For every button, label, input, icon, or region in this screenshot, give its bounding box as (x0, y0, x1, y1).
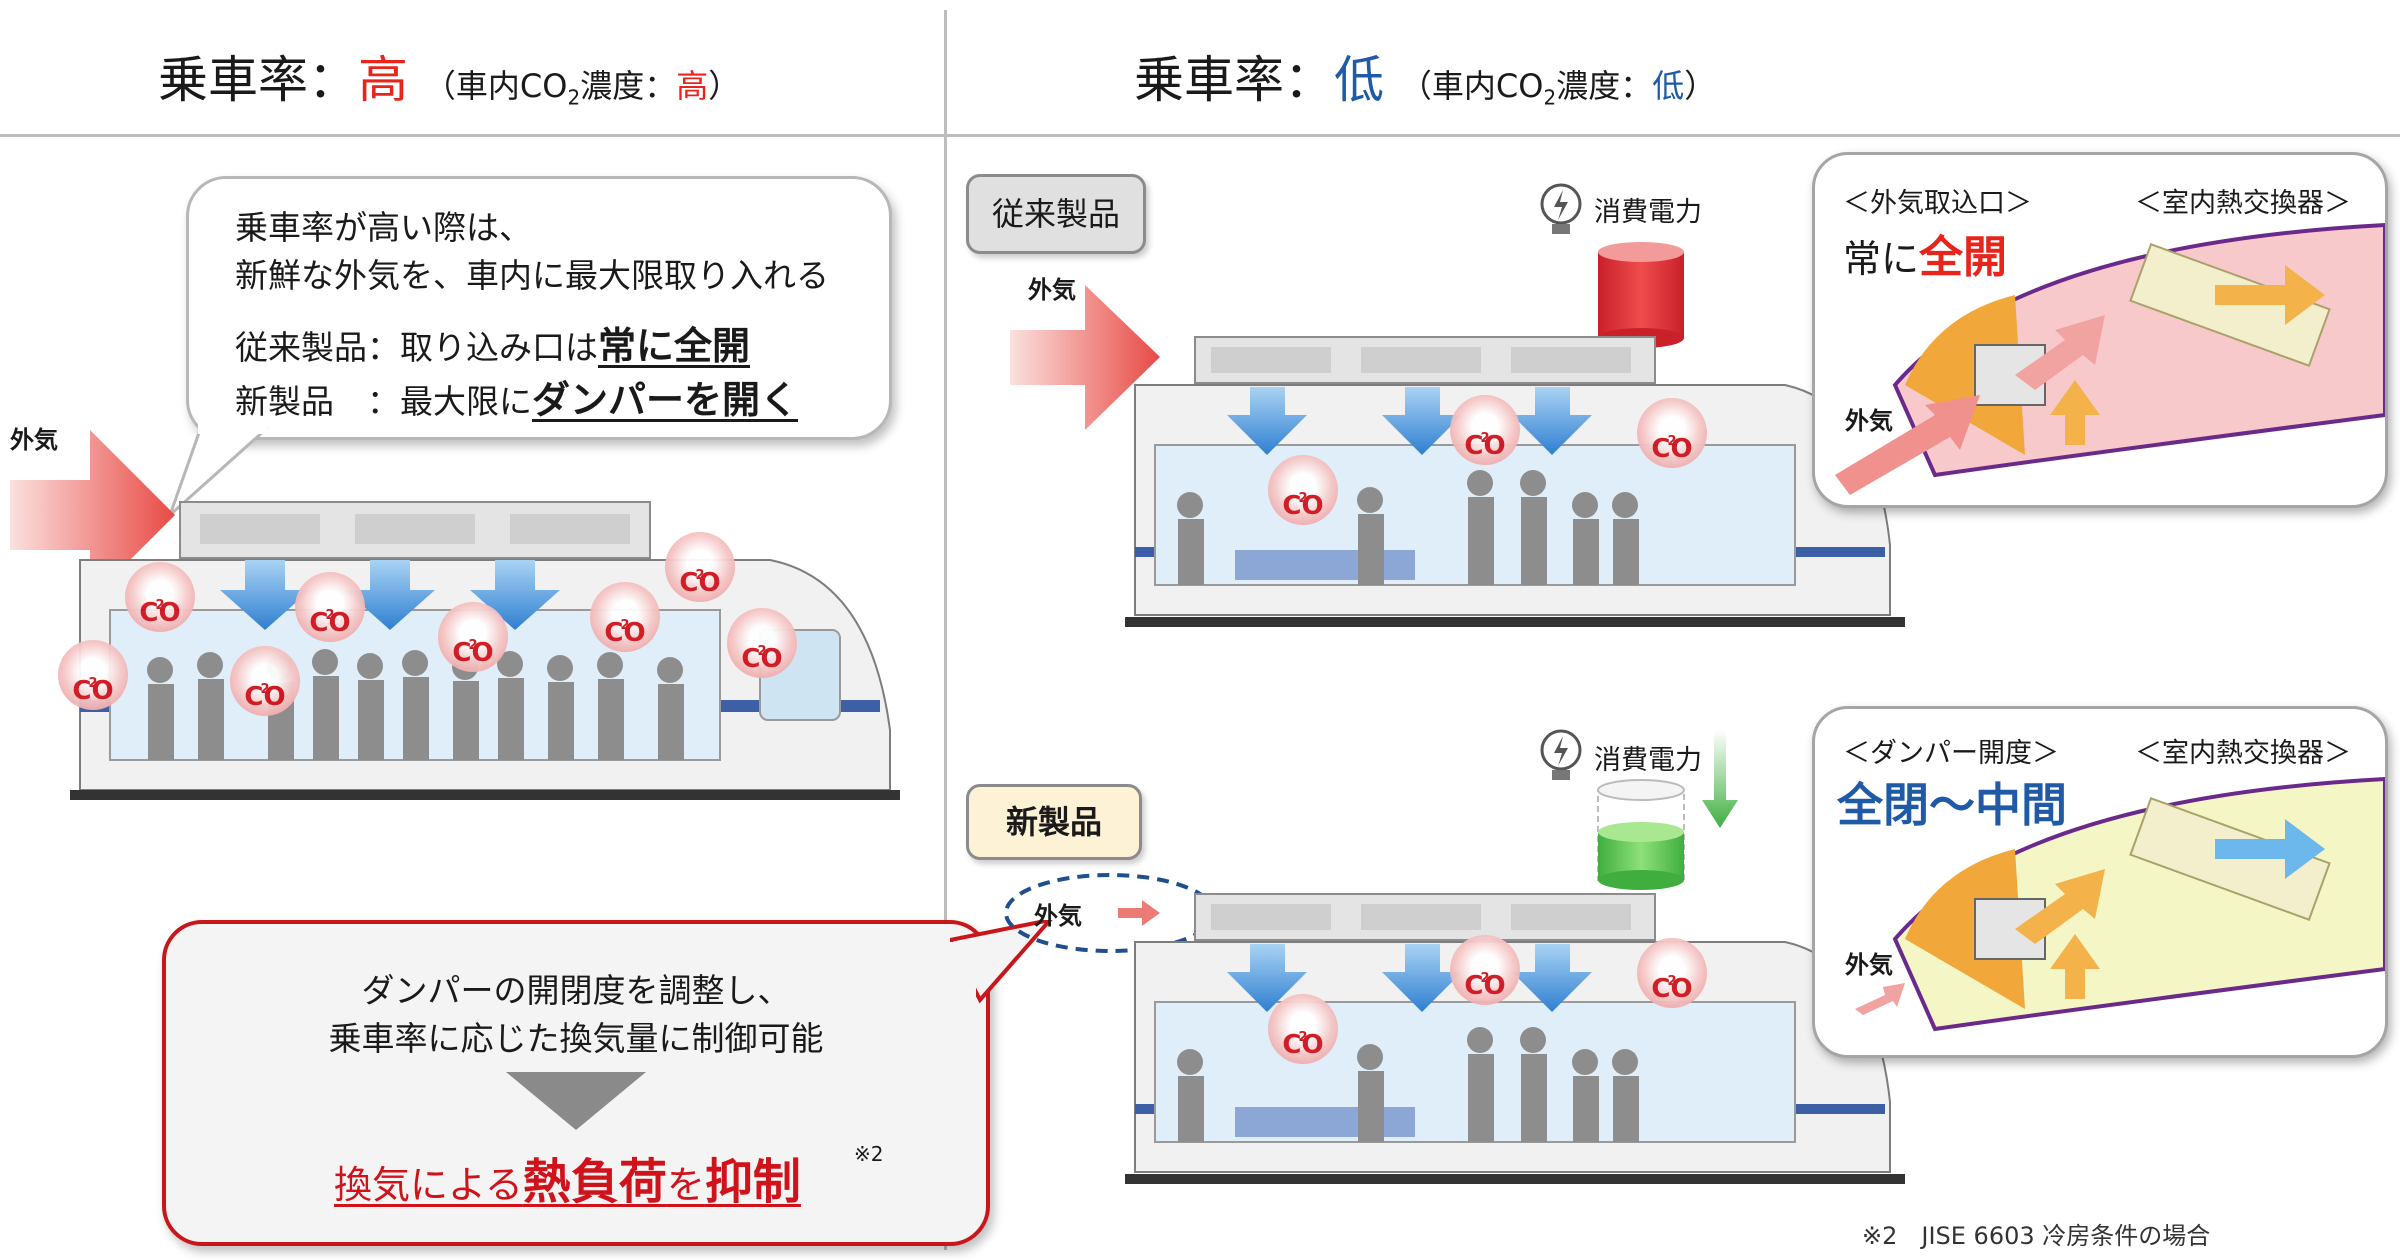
bottom-callout-line1: ダンパーの開閉度を調整し、 (361, 971, 791, 1010)
zoom-panel-conventional: ＜外気取込口＞ ＜室内熱交換器＞ 常に全開 外気 (1812, 152, 2388, 508)
inlet-label: ＜外気取込口＞ (1843, 188, 2032, 219)
power-label-top: 消費電力 (1594, 197, 1702, 228)
footnote: ※2 JISE 6603 冷房条件の場合 (1862, 1222, 2211, 1250)
inlet-state: 常に全開 (1843, 232, 2008, 283)
zoom-top-air-label: 外気 (1845, 407, 1893, 435)
conventional-tag: 従来製品 (966, 174, 1146, 254)
left-header-sub: （車内CO2濃度：高） (423, 67, 741, 110)
exchanger-label-bottom: ＜室内熱交換器＞ (2135, 738, 2351, 769)
right-header-title: 乗車率： (1134, 51, 1334, 109)
bottom-callout-line2: 乗車率に応じた換気量に制御可能 (328, 1019, 824, 1058)
ac-unit-cutaway (1835, 222, 2385, 495)
top-train-car (1125, 336, 1905, 627)
left-train-car (70, 501, 900, 800)
zoom-bottom-air-label: 外気 (1845, 951, 1893, 979)
power-cylinder-low (1597, 779, 1685, 890)
left-header: 乗車率：高 （車内CO2濃度：高） (158, 40, 740, 112)
right-header-sub: （車内CO2濃度：低） (1399, 67, 1717, 110)
power-icon-top (1536, 180, 1586, 244)
left-header-level: 高 (358, 51, 408, 109)
left-callout-line2: 新鮮な外気を、車内に最大限取り入れる (235, 256, 829, 295)
left-header-title: 乗車率： (158, 51, 358, 109)
top-outside-air-label: 外気 (1028, 276, 1076, 304)
header-divider (0, 134, 2400, 137)
right-header: 乗車率：低 （車内CO2濃度：低） (1134, 40, 1716, 112)
power-cylinder-full (1598, 242, 1684, 348)
center-divider (944, 10, 947, 1250)
top-outside-air-arrow (1010, 285, 1160, 430)
damper-label: ＜ダンパー開度＞ (1843, 738, 2059, 769)
down-triangle (506, 1072, 646, 1130)
damper-state: 全閉〜中間 (1837, 778, 2067, 832)
note-ref: ※2 (854, 1142, 884, 1166)
power-label-bottom: 消費電力 (1594, 745, 1702, 776)
left-callout-line1: 乗車率が高い際は、 (235, 208, 532, 247)
bottom-callout: ダンパーの開閉度を調整し、 乗車率に応じた換気量に制御可能 換気による熱負荷を抑… (162, 920, 990, 1246)
left-outside-air-label: 外気 (10, 426, 58, 454)
bottom-callout-pointer (950, 920, 1053, 1004)
zoom-panel-new: ＜ダンパー開度＞ ＜室内熱交換器＞ 全閉〜中間 外気 (1812, 706, 2388, 1058)
new-outside-air-label: 外気 (1034, 902, 1082, 930)
bottom-callout-result: 換気による熱負荷を抑制 (334, 1154, 801, 1210)
power-icon-bottom (1536, 726, 1586, 790)
exchanger-label-top: ＜室内熱交換器＞ (2135, 188, 2351, 219)
new-product-tag: 新製品 (966, 784, 1142, 860)
power-decrease-arrow (1702, 730, 1738, 828)
right-header-level: 低 (1334, 51, 1384, 109)
left-callout-pointer (168, 420, 269, 517)
left-callout: 乗車率が高い際は、 新鮮な外気を、車内に最大限取り入れる 従来製品：取り込み口は… (186, 176, 892, 440)
left-callout-line3: 従来製品：取り込み口は常に全開 (235, 324, 751, 368)
left-callout-line4: 新製品 ：最大限にダンパーを開く (235, 378, 799, 422)
bottom-train-car (1125, 893, 1905, 1184)
ac-unit-cutaway-new (1855, 776, 2385, 1032)
left-outside-air-arrow (10, 430, 175, 600)
